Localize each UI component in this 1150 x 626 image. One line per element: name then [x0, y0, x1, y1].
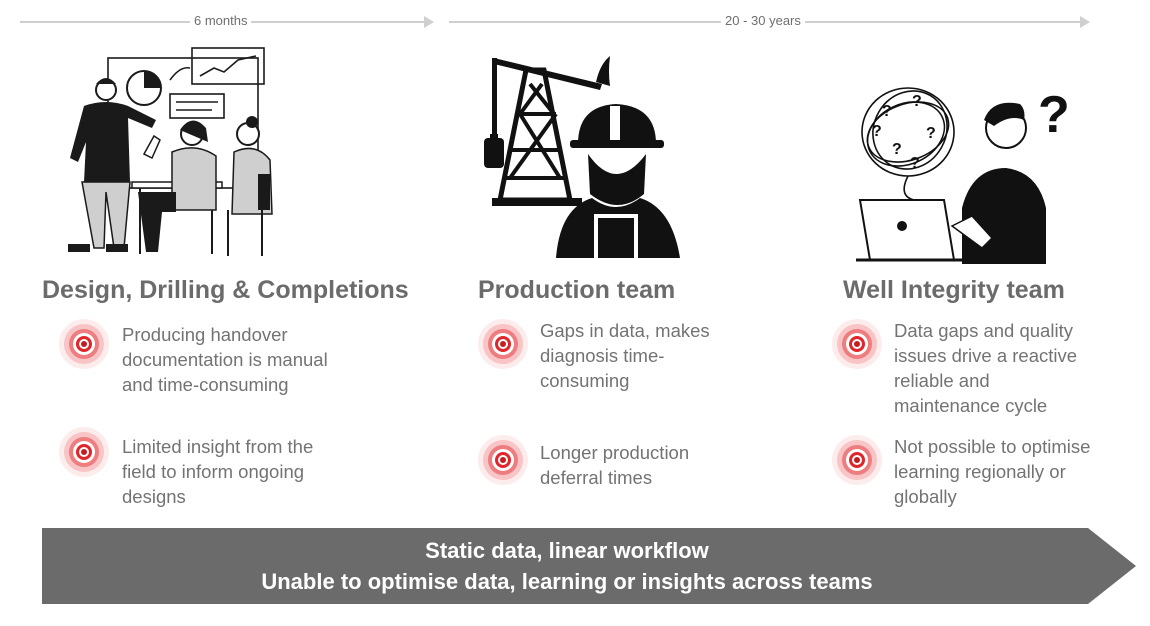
svg-text:?: ? — [1038, 86, 1070, 144]
target-icon — [478, 435, 528, 485]
timeline-label-6-months: 6 months — [190, 13, 252, 28]
svg-text:?: ? — [926, 125, 936, 142]
bullet-text: Longer production deferral times — [540, 442, 690, 488]
column-title-production-team: Production team — [478, 276, 676, 304]
confused-person-laptop-illustration: ??? ??? ? — [856, 86, 1070, 264]
target-icon — [832, 319, 882, 369]
svg-text:?: ? — [910, 155, 920, 172]
target-icon — [478, 319, 528, 369]
svg-text:?: ? — [882, 103, 892, 120]
bullet-text: Producing handover documentation is manu… — [122, 324, 328, 395]
svg-text:?: ? — [872, 123, 882, 140]
banner-line-1: Static data, linear workflow — [425, 538, 709, 563]
arrow-right-icon — [424, 16, 434, 28]
svg-text:?: ? — [892, 141, 902, 158]
column-title-design-drilling-completions: Design, Drilling & Completions — [42, 276, 409, 304]
bullet-text: Not possible to optimise learning region… — [894, 436, 1091, 507]
bullet-text: Limited insight from the field to inform… — [122, 436, 314, 507]
timeline-label-20-30-years: 20 - 30 years — [721, 13, 805, 28]
arrow-right-icon — [1080, 16, 1090, 28]
team-meeting-illustration — [68, 47, 273, 256]
target-icon — [59, 319, 109, 369]
bullet-text: Gaps in data, makes diagnosis time-consu… — [540, 320, 710, 391]
banner-arrow-shape — [42, 528, 1136, 604]
svg-text:?: ? — [912, 93, 922, 110]
column-title-well-integrity-team: Well Integrity team — [843, 276, 1065, 304]
target-icon — [832, 435, 882, 485]
banner-line-2: Unable to optimise data, learning or ins… — [261, 569, 873, 594]
oil-rig-worker-illustration — [484, 56, 680, 258]
target-icon — [59, 427, 109, 477]
bullet-text: Data gaps and quality issues drive a rea… — [894, 320, 1078, 416]
summary-banner-arrow: Static data, linear workflow Unable to o… — [42, 528, 1136, 604]
